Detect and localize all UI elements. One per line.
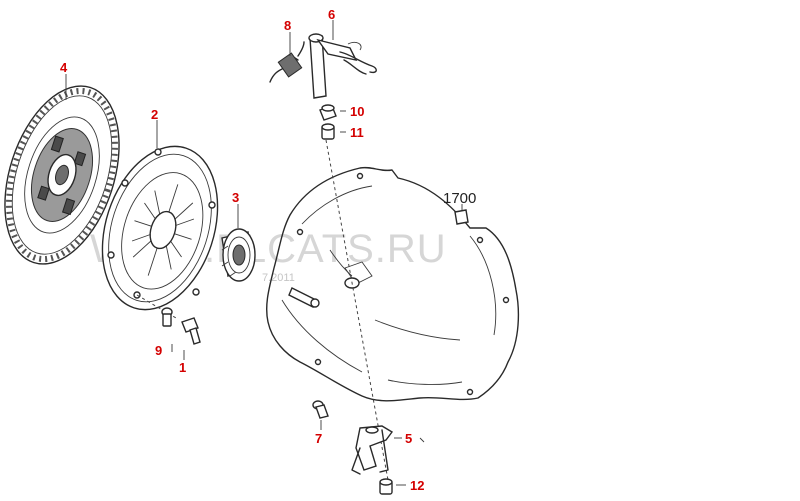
callout-9[interactable]: 9 xyxy=(155,343,162,358)
release-shaft xyxy=(308,33,377,99)
callout-3[interactable]: 3 xyxy=(232,190,239,205)
callout-4[interactable]: 4 xyxy=(60,60,68,75)
callout-labels: 4 2 3 8 6 10 11 9 1 7 5 12 xyxy=(60,7,424,493)
callout-2[interactable]: 2 xyxy=(151,107,158,122)
assembly-centerline xyxy=(325,139,389,481)
fork-bolt xyxy=(312,400,329,419)
return-spring xyxy=(269,41,305,83)
leader-lines xyxy=(65,20,425,486)
callout-11[interactable]: 11 xyxy=(350,125,364,140)
callout-8[interactable]: 8 xyxy=(284,18,291,33)
transmission-housing: 1700 xyxy=(265,166,520,402)
release-fork xyxy=(351,425,394,475)
watermark-date: 7.2011 xyxy=(262,272,295,284)
bushing-10 xyxy=(319,104,337,121)
dowel-pin xyxy=(161,307,173,327)
clutch-disc xyxy=(4,85,120,265)
callout-1[interactable]: 1 xyxy=(179,360,186,375)
bushing-11 xyxy=(321,123,335,140)
bushing-12 xyxy=(379,478,393,495)
callout-12[interactable]: 12 xyxy=(410,478,424,493)
release-bearing xyxy=(221,228,256,282)
pressure-plate-bolt xyxy=(181,317,201,345)
callout-10[interactable]: 10 xyxy=(350,104,364,119)
reference-label-1700: 1700 xyxy=(443,190,476,207)
callout-5[interactable]: 5 xyxy=(405,431,412,446)
callout-6[interactable]: 6 xyxy=(328,7,335,22)
callout-7[interactable]: 7 xyxy=(315,431,322,446)
pressure-plate xyxy=(101,145,219,311)
